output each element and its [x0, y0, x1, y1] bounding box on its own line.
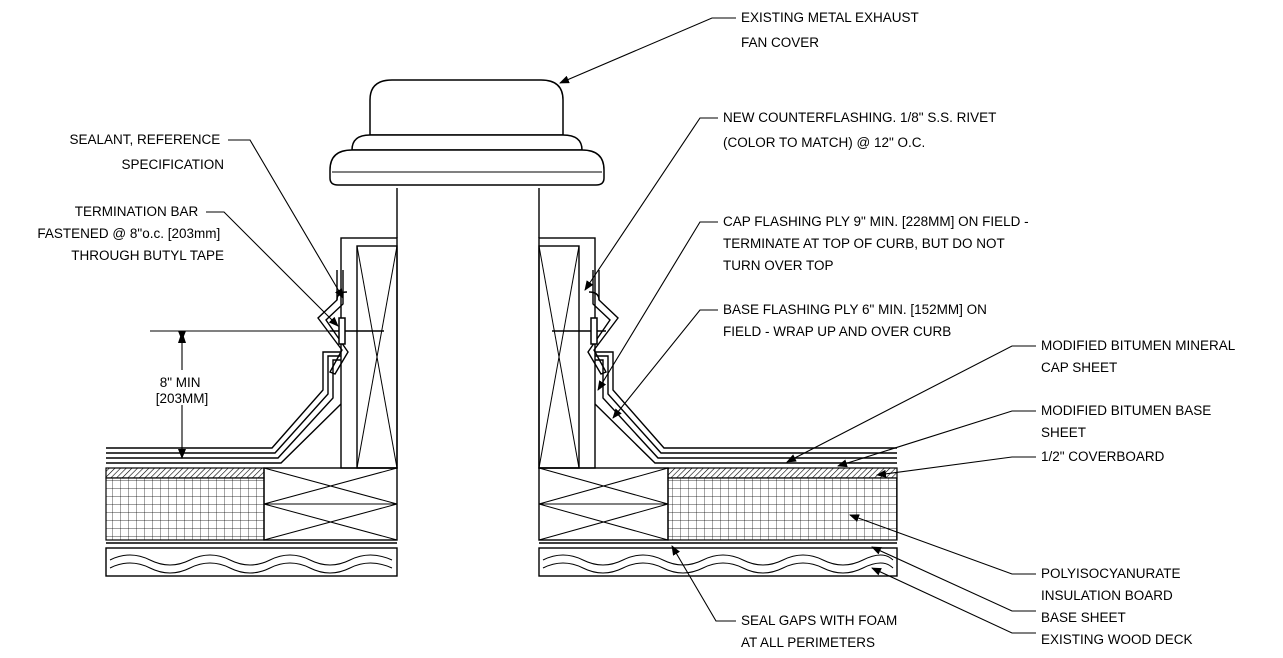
right-curb	[538, 237, 897, 469]
exhaust-fan-cover	[329, 79, 605, 238]
label-cap-flashing: CAP FLASHING PLY 9" MIN. [228MM] ON FIEL…	[723, 214, 1032, 273]
dimension-8in-min: 8" MIN [203MM]	[150, 330, 330, 459]
label-mb-base-sheet: MODIFIED BITUMEN BASE SHEET	[1041, 403, 1215, 440]
label-sealant: SEALANT, REFERENCE SPECIFICATION	[69, 132, 224, 172]
right-roof-assembly	[538, 467, 898, 577]
leader-lines	[206, 17, 1036, 634]
label-wood-deck: EXISTING WOOD DECK	[1041, 632, 1193, 647]
left-curb	[106, 237, 398, 469]
label-coverboard: 1/2" COVERBOARD	[1041, 449, 1165, 464]
label-termination-bar: TERMINATION BAR FASTENED @ 8"o.c. [203mm…	[37, 204, 224, 263]
label-base-sheet: BASE SHEET	[1041, 610, 1126, 625]
label-base-flashing: BASE FLASHING PLY 6" MIN. [152MM] ON FIE…	[723, 302, 991, 339]
label-fan-cover: EXISTING METAL EXHAUST FAN COVER	[741, 10, 922, 50]
label-mineral-cap-sheet: MODIFIED BITUMEN MINERAL CAP SHEET	[1041, 338, 1239, 375]
label-polyiso: POLYISOCYANURATE INSULATION BOARD	[1041, 566, 1184, 603]
left-roof-assembly	[105, 467, 398, 577]
dimension-label: 8" MIN [203MM]	[156, 375, 209, 406]
label-counterflashing: NEW COUNTERFLASHING. 1/8" S.S. RIVET (CO…	[723, 110, 1000, 150]
label-seal-gaps: SEAL GAPS WITH FOAM AT ALL PERIMETERS	[741, 613, 901, 650]
